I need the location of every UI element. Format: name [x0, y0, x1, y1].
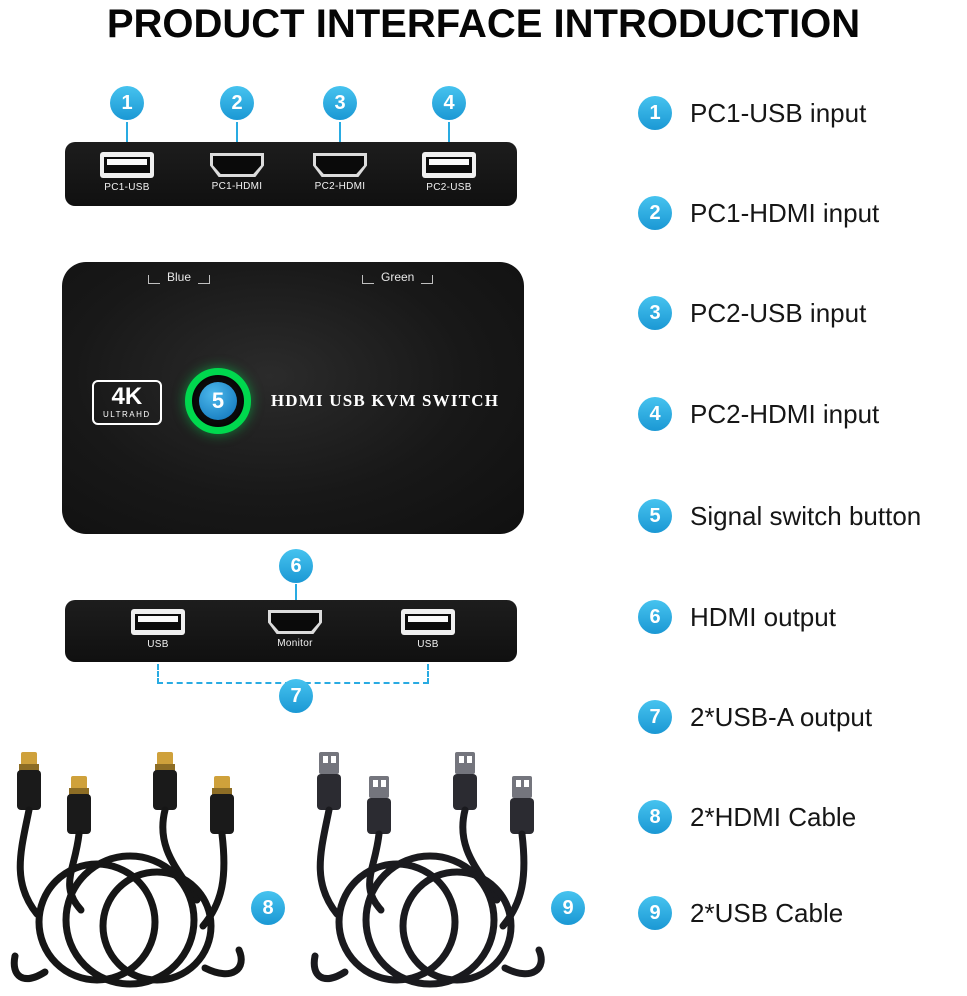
- hdmi-connector-icon: [17, 752, 41, 810]
- port-label: Monitor: [277, 638, 313, 649]
- device-title: HDMI USB KVM SWITCH: [270, 391, 500, 410]
- legend-number-badge: 2: [638, 196, 672, 230]
- legend-item-3: 3 PC2-USB input: [638, 296, 866, 330]
- legend-number-badge: 7: [638, 700, 672, 734]
- callout-6-badge: 6: [279, 549, 313, 583]
- port-label: USB: [417, 639, 439, 650]
- rear-panel: PC1-USB PC1-HDMI PC2-HDMI PC2-USB: [65, 142, 517, 206]
- legend-label: 2*USB Cable: [690, 897, 844, 928]
- legend-item-6: 6 HDMI output: [638, 600, 836, 634]
- callout-9-badge: 9: [551, 891, 585, 925]
- hdmi-port-icon: [313, 153, 367, 177]
- legend-number-badge: 6: [638, 600, 672, 634]
- callout-4-arrow: [448, 122, 450, 150]
- hdmi-connector-icon: [153, 752, 177, 810]
- callout-1-badge: 1: [110, 86, 144, 120]
- port-label: PC1-USB: [104, 182, 150, 193]
- legend-item-1: 1 PC1-USB input: [638, 96, 866, 130]
- usb-port-icon: [401, 609, 455, 635]
- marker-tick-icon: [198, 275, 211, 284]
- signal-switch-button-number: 5: [199, 382, 237, 420]
- legend-number-badge: 8: [638, 800, 672, 834]
- legend-number-badge: 1: [638, 96, 672, 130]
- ultrahd-label: ULTRAHD: [103, 410, 151, 419]
- usb-connector-icon: [317, 752, 341, 810]
- callout-7-badge: 7: [279, 679, 313, 713]
- port-usb-out-left: USB: [128, 609, 188, 650]
- port-pc2-usb: PC2-USB: [419, 152, 479, 193]
- marker-green-label: Green: [381, 270, 415, 284]
- port-label: PC2-HDMI: [314, 181, 366, 192]
- hdmi-cables-image: [10, 752, 245, 988]
- port-monitor-hdmi: Monitor: [265, 610, 325, 649]
- 4k-ultrahd-badge: 4K ULTRAHD: [92, 380, 162, 425]
- marker-blue-label: Blue: [167, 270, 192, 284]
- callout-3-badge: 3: [323, 86, 357, 120]
- legend-item-8: 8 2*HDMI Cable: [638, 800, 856, 834]
- kvm-switch-top-view: Blue Green 4K ULTRAHD 5 HDMI USB KVM SWI…: [62, 262, 524, 534]
- signal-switch-button: 5: [185, 368, 251, 434]
- marker-tick-icon: [421, 275, 434, 284]
- hdmi-connector-icon: [67, 776, 91, 834]
- port-pc1-usb: PC1-USB: [97, 152, 157, 193]
- legend-label: PC1-USB input: [690, 97, 867, 128]
- marker-tick-icon: [362, 275, 374, 284]
- usb-connector-icon: [510, 776, 534, 834]
- legend-number-badge: 3: [638, 296, 672, 330]
- marker-green: Green: [362, 270, 434, 284]
- legend-label: PC2-HDMI input: [690, 398, 880, 429]
- marker-tick-icon: [148, 275, 160, 284]
- legend-item-7: 7 2*USB-A output: [638, 700, 872, 734]
- legend-label: 2*USB-A output: [690, 701, 873, 732]
- port-label: USB: [147, 639, 169, 650]
- port-label: PC2-USB: [426, 182, 472, 193]
- usb-connector-icon: [453, 752, 477, 810]
- usb-cable-coils: [310, 806, 545, 988]
- hdmi-port-icon: [210, 153, 264, 177]
- hdmi-cable-coils: [10, 806, 245, 988]
- legend-label: 2*HDMI Cable: [690, 801, 857, 832]
- legend-item-9: 9 2*USB Cable: [638, 896, 843, 930]
- 4k-label: 4K: [111, 383, 143, 410]
- usb-port-icon: [131, 609, 185, 635]
- legend-label: PC2-USB input: [690, 297, 867, 328]
- callout-1-arrow: [126, 122, 128, 150]
- callout-2-badge: 2: [220, 86, 254, 120]
- hdmi-port-icon: [268, 610, 322, 634]
- usb-connector-icon: [367, 776, 391, 834]
- legend-item-2: 2 PC1-HDMI input: [638, 196, 879, 230]
- legend-number-badge: 9: [638, 896, 672, 930]
- callout-8-badge: 8: [251, 891, 285, 925]
- callout-6-arrow: [295, 584, 297, 608]
- usb-port-icon: [100, 152, 154, 178]
- callout-3-arrow: [339, 122, 341, 150]
- port-pc1-hdmi: PC1-HDMI: [207, 153, 267, 192]
- hdmi-connector-icon: [210, 776, 234, 834]
- front-panel: USB Monitor USB: [65, 600, 517, 662]
- port-label: PC1-HDMI: [211, 181, 263, 192]
- legend-number-badge: 4: [638, 397, 672, 431]
- page-title: PRODUCT INTERFACE INTRODUCTION: [106, 2, 861, 46]
- legend-item-4: 4 PC2-HDMI input: [638, 397, 879, 431]
- usb-port-icon: [422, 152, 476, 178]
- usb-cables-image: [310, 752, 545, 988]
- callout-4-badge: 4: [432, 86, 466, 120]
- legend-label: HDMI output: [690, 601, 836, 632]
- port-pc2-hdmi: PC2-HDMI: [310, 153, 370, 192]
- port-usb-out-right: USB: [398, 609, 458, 650]
- legend-item-5: 5 Signal switch button: [638, 499, 921, 533]
- marker-blue: Blue: [148, 270, 211, 284]
- legend-number-badge: 5: [638, 499, 672, 533]
- legend-label: Signal switch button: [690, 500, 922, 531]
- callout-2-arrow: [236, 122, 238, 150]
- legend-label: PC1-HDMI input: [690, 197, 880, 228]
